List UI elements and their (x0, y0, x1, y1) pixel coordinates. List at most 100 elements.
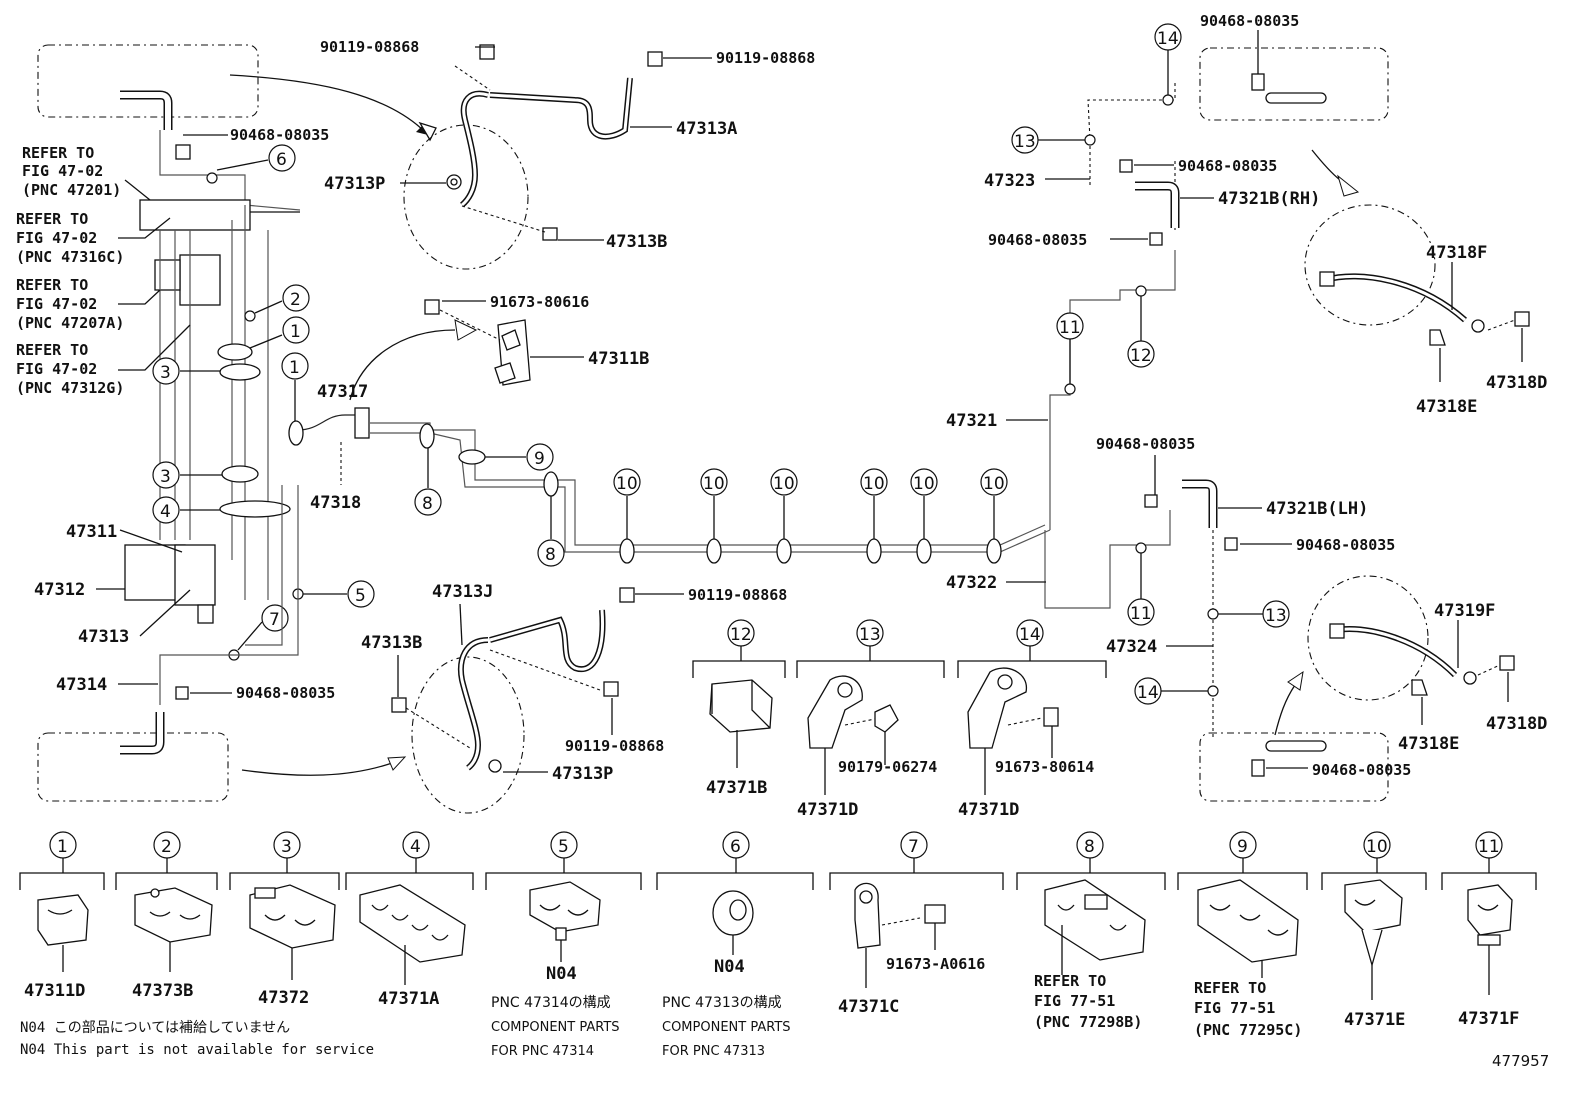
svg-text:8: 8 (422, 494, 433, 514)
callout-90468-a: 90468-08035 (230, 126, 329, 144)
legend-part-2: 47373B (132, 981, 193, 1001)
svg-text:6: 6 (276, 150, 287, 170)
callout-90468-f: 90468-08035 (1096, 435, 1195, 453)
ref2-line1: REFER TO (16, 210, 88, 228)
svg-text:4: 4 (160, 502, 171, 522)
ref3-line2: FIG 47-02 (16, 295, 97, 313)
rear-right-hose-bottom (1307, 575, 1515, 701)
svg-text:8: 8 (1084, 837, 1095, 857)
callout-47318: 47318 (310, 493, 361, 513)
marker-3b: 3 (152, 461, 222, 489)
svg-text:2: 2 (161, 837, 172, 857)
callout-47318E-bottom: 47318E (1398, 734, 1459, 754)
svg-text:12: 12 (1130, 346, 1152, 366)
callout-47371D-a: 47371D (797, 800, 858, 820)
legend-2: 2 (115, 831, 218, 972)
callout-47324: 47324 (1106, 637, 1157, 657)
ref2-line2: FIG 47-02 (16, 229, 97, 247)
legend-part-4: 47371A (378, 989, 439, 1009)
note-n04-english: N04 This part is not available for servi… (20, 1042, 374, 1058)
svg-text:5: 5 (558, 837, 569, 857)
callout-90119-c: 90119-08868 (688, 586, 787, 604)
marker-13-bottom: 13 (1207, 600, 1290, 628)
insert-12: 12 (692, 619, 786, 768)
marker-10-d: 10 (860, 468, 888, 539)
marker-5: 5 (303, 580, 375, 608)
svg-text:9: 9 (1237, 837, 1248, 857)
rear-left-wheel-box (37, 712, 229, 802)
svg-text:14: 14 (1137, 683, 1159, 703)
marker-8a: 8 (414, 448, 442, 516)
marker-1b: 1 (281, 352, 309, 426)
marker-10-e: 10 (910, 468, 938, 539)
figure-number: 477957 (1492, 1052, 1549, 1070)
marker-13-top: 13 (1011, 126, 1096, 154)
callout-90468-b: 90468-08035 (236, 684, 335, 702)
top-hose-detail (403, 44, 663, 270)
legend-6: 6 (656, 831, 814, 955)
arrow-to-top-hose (229, 74, 429, 136)
legend-part-6: N04 (714, 957, 745, 977)
callout-47318D-bottom: 47318D (1486, 714, 1547, 734)
callout-47318E-top: 47318E (1416, 397, 1477, 417)
svg-text:13: 13 (859, 625, 881, 645)
svg-text:11: 11 (1478, 837, 1500, 857)
ref3-line1: REFER TO (16, 276, 88, 294)
svg-text:2: 2 (290, 290, 301, 310)
marker-10-a: 10 (613, 468, 641, 539)
callout-91673-80616: 91673-80616 (490, 293, 589, 311)
marker-10-b: 10 (700, 468, 728, 539)
rear-right-hose-top (1304, 149, 1530, 346)
callout-47313B-bottom: 47313B (361, 633, 422, 653)
marker-2: 2 (254, 284, 310, 314)
note-pnc47313-en1: COMPONENT PARTS (662, 1020, 791, 1035)
legend-7: 7 (829, 831, 1004, 988)
legend-5: 5 (485, 831, 642, 962)
ref1-line1: REFER TO (22, 144, 94, 162)
callout-47313J: 47313J (432, 582, 493, 602)
insert-14: 14 (957, 619, 1107, 795)
legend-11: 11 (1441, 831, 1537, 995)
callout-47311: 47311 (66, 522, 117, 542)
marker-14-top: 14 (1154, 23, 1182, 106)
svg-text:7: 7 (908, 837, 919, 857)
marker-3a: 3 (152, 357, 220, 385)
svg-text:10: 10 (863, 474, 885, 494)
svg-text:6: 6 (730, 837, 741, 857)
callout-90179-06274: 90179-06274 (838, 758, 937, 776)
svg-text:9: 9 (534, 449, 545, 469)
callout-47321B-RH: 47321B(RH) (1218, 189, 1320, 209)
callout-47371B: 47371B (706, 778, 767, 798)
svg-text:14: 14 (1157, 29, 1179, 49)
callout-90468-d: 90468-08035 (1178, 157, 1277, 175)
note-pnc47314-en2: FOR PNC 47314 (491, 1044, 594, 1059)
callout-47322: 47322 (946, 573, 997, 593)
svg-text:13: 13 (1014, 132, 1036, 152)
callout-47371D-b: 47371D (958, 800, 1019, 820)
legend-9-line2: FIG 77-51 (1194, 999, 1275, 1017)
bottom-hose-detail (391, 587, 635, 814)
callout-47313B-top: 47313B (606, 232, 667, 252)
legend-part-5: N04 (546, 964, 577, 984)
callout-47314: 47314 (56, 675, 107, 695)
svg-text:10: 10 (1366, 837, 1388, 857)
note-pnc47313-jp: PNC 47313の構成 (662, 995, 782, 1011)
svg-text:10: 10 (703, 474, 725, 494)
svg-text:12: 12 (730, 625, 752, 645)
ref4-line1: REFER TO (16, 341, 88, 359)
legend-part-7: 47371C (838, 997, 899, 1017)
note-pnc47313-en2: FOR PNC 47313 (662, 1044, 765, 1059)
callout-90119-d: 90119-08868 (565, 737, 664, 755)
svg-text:11: 11 (1130, 604, 1152, 624)
legend-8: 8 (1016, 831, 1166, 975)
marker-7: 7 (237, 604, 289, 651)
svg-text:10: 10 (616, 474, 638, 494)
callout-47311B: 47311B (588, 349, 649, 369)
marker-9: 9 (485, 443, 554, 471)
svg-text:4: 4 (410, 837, 421, 857)
ref1-line3: (PNC 47201) (22, 181, 121, 199)
insert-13: 13 (796, 619, 945, 795)
callout-90468-e: 90468-08035 (988, 231, 1087, 249)
callout-47317: 47317 (317, 382, 368, 402)
